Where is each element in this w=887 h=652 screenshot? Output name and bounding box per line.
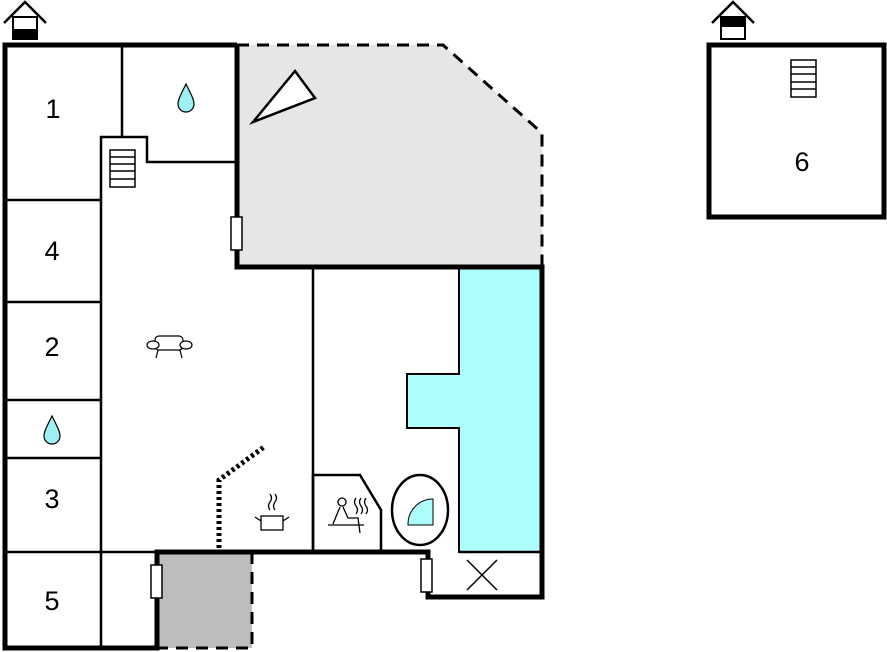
room-label-3: 3 xyxy=(44,484,59,514)
stairs-icon xyxy=(109,149,136,188)
room-label-2: 2 xyxy=(44,332,59,362)
window-icon xyxy=(230,216,243,251)
room-label-6: 6 xyxy=(794,147,809,177)
room-label-4: 4 xyxy=(44,236,59,266)
outer-walls xyxy=(2,42,887,651)
water-drop-icon xyxy=(177,82,195,113)
room-label-5: 5 xyxy=(44,586,59,616)
carport xyxy=(157,552,252,648)
sofa-icon xyxy=(146,335,193,359)
room-label-1: 1 xyxy=(45,94,60,124)
cooking-pot-icon xyxy=(254,493,290,531)
compass-triangle-icon xyxy=(249,68,317,125)
stairs-icon xyxy=(790,59,817,98)
window-icon xyxy=(150,564,163,599)
fireplace-icon xyxy=(216,444,266,548)
carport-dashed-edge xyxy=(157,552,254,650)
terrace xyxy=(237,45,542,267)
open-space-x-icon xyxy=(466,559,498,591)
house-entrance-icon xyxy=(3,0,47,40)
inner-walls xyxy=(5,45,542,648)
terrace-dashed-edge xyxy=(237,43,544,267)
house-entrance-icon xyxy=(711,0,755,40)
window-icon xyxy=(420,558,433,593)
sauna-icon xyxy=(328,497,369,534)
shower-icon xyxy=(390,473,450,547)
water-drop-icon xyxy=(43,414,61,445)
